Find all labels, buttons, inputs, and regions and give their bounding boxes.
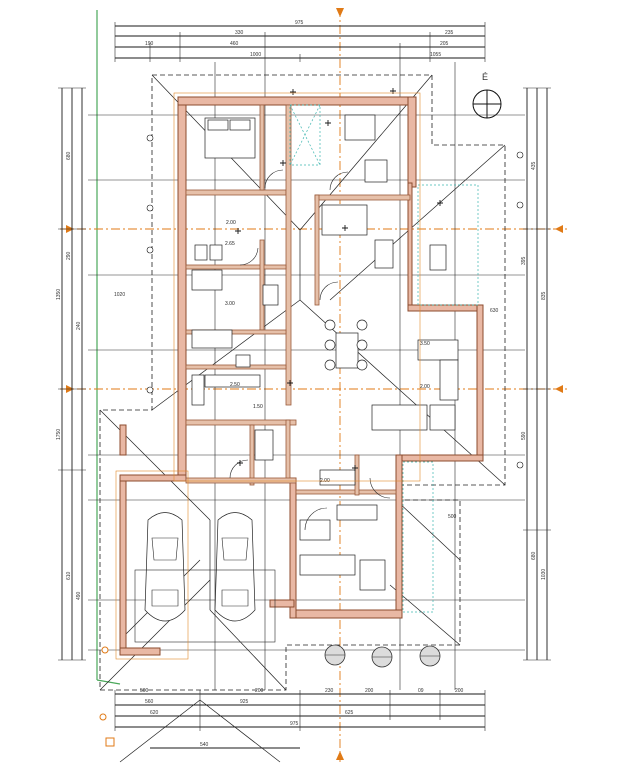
compass-north-arrow: É: [472, 72, 502, 119]
bottom-dim-8: 620: [150, 710, 159, 716]
bedroom-1-bed: [204, 117, 256, 159]
plot-boundary: [96, 10, 121, 685]
dining-table: [324, 319, 368, 371]
top-dim-4: 460: [230, 41, 239, 47]
top-dim-6: 205: [440, 41, 449, 47]
trees: [324, 644, 441, 668]
left-dim-5: 290: [66, 251, 72, 260]
top-dim-3: 235: [445, 30, 454, 36]
top-dim-2: 330: [235, 30, 244, 36]
room-tag-3: 1.50: [253, 404, 263, 410]
left-dimension-texts: 1020 1350 1750 680 290 240 610 490: [56, 151, 125, 600]
left-dim-6: 240: [76, 321, 82, 330]
kitchen-counter: [191, 374, 274, 461]
exterior-walls: [119, 96, 484, 656]
right-dim-4: 395: [521, 256, 527, 265]
bottom-dim-6: 200: [455, 688, 464, 694]
bottom-dim-10: 560: [145, 699, 154, 705]
left-dim-2: 1350: [56, 289, 62, 300]
top-dimension-lines: [114, 22, 486, 62]
top-dim-7: 1000: [250, 52, 261, 58]
room-tag-2: 3.00: [225, 301, 235, 307]
insulation-lines: [115, 92, 421, 660]
top-dim-1: 975: [295, 20, 304, 26]
door-swings: [229, 169, 391, 531]
right-dim-5: 590: [521, 431, 527, 440]
left-dimension-lines: [58, 87, 86, 661]
car-left: [144, 512, 186, 622]
bedroom-2-bed: [321, 204, 368, 236]
right-dim-8: 500: [448, 514, 457, 520]
right-dim-2: 435: [531, 161, 537, 170]
room-tag-5: 2.00: [420, 384, 430, 390]
axis-marker-right-1: [555, 225, 563, 233]
right-dimension-texts: 630 435 835 395 590 680 1030 500: [448, 161, 547, 580]
axis-marker-bottom: [336, 751, 344, 760]
right-dim-1: 630: [490, 308, 499, 314]
bathroom-fixtures: [191, 244, 279, 368]
left-dim-1: 1020: [114, 292, 125, 298]
bottom-dimension-lines: [114, 690, 486, 749]
bedroom-3-bed: [344, 114, 388, 183]
bottom-dim-7: 925: [240, 699, 249, 705]
top-dim-5: 190: [145, 41, 154, 47]
garage-parking-outline: [134, 569, 276, 643]
left-dim-7: 610: [66, 571, 72, 580]
bottom-dim-1: 500: [140, 688, 149, 694]
bottom-dim-3: 230: [325, 688, 334, 694]
level-markers: [235, 88, 443, 471]
bottom-dim-5: 09: [418, 688, 424, 694]
study-desk: [374, 239, 447, 271]
right-dimension-lines: [523, 87, 551, 661]
bottom-dim-11: 975: [290, 721, 299, 727]
room-tag-7: 3.50: [420, 341, 430, 347]
right-dim-7: 1030: [541, 569, 547, 580]
left-dim-3: 1750: [56, 429, 62, 440]
room-tag-1: 2.00: [226, 220, 236, 226]
glazing: [289, 104, 479, 613]
left-dim-8: 490: [76, 591, 82, 600]
bottom-dim-2: 200: [255, 688, 264, 694]
left-dim-4: 680: [66, 151, 72, 160]
axis-bubbles: [99, 134, 524, 747]
entry-fixtures: [299, 469, 386, 591]
bottom-dim-4: 200: [365, 688, 374, 694]
top-dimension-texts: 975 330 235 460 190 205 1000 1055: [145, 20, 454, 58]
top-dim-8: 1055: [430, 52, 441, 58]
compass-letter: É: [482, 72, 488, 82]
axis-marker-top: [336, 8, 344, 17]
interior-walls: [185, 104, 411, 496]
axis-marker-right-2: [555, 385, 563, 393]
right-dim-3: 835: [541, 291, 547, 300]
bottom-dim-12: 540: [200, 742, 209, 748]
car-right: [214, 512, 256, 622]
bottom-dimension-texts: 500 200 230 200 09 200 925 620 625 560 9…: [140, 688, 464, 748]
room-tag-8: 2.65: [225, 241, 235, 247]
bottom-dim-9: 625: [345, 710, 354, 716]
room-tag-4: 2.50: [230, 382, 240, 388]
living-sofa: [371, 339, 459, 431]
right-dim-6: 680: [531, 551, 537, 560]
